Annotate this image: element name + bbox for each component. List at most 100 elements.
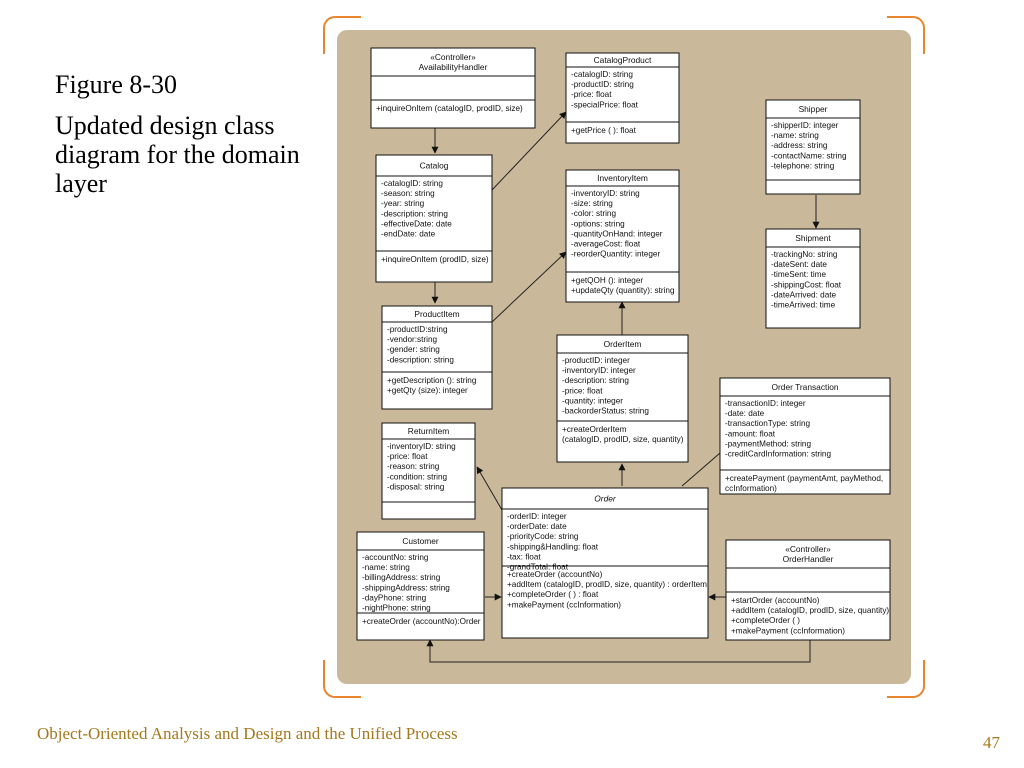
class-attribute: -name: string [771, 131, 819, 140]
class-attribute: -timeArrived: time [771, 301, 836, 310]
class-method: +makePayment (ccInformation) [731, 626, 845, 635]
class-attribute: -disposal: string [387, 482, 445, 491]
class-attribute: -dateSent: date [771, 260, 827, 269]
class-attribute: -size: string [571, 199, 613, 208]
page-number: 47 [983, 733, 1000, 752]
class-attribute: -endDate: date [381, 230, 436, 239]
return-item-class: ReturnItem -inventoryID: string-price: fl… [381, 422, 476, 520]
class-attribute: -averageCost: float [571, 240, 641, 249]
corner-bracket-top-left [323, 16, 361, 54]
figure-title: Figure 8-30 [55, 70, 178, 99]
class-attribute: -specialPrice: float [571, 100, 639, 109]
class-stereotype: «Controller» [785, 544, 831, 554]
class-attribute: -inventoryID: integer [562, 366, 636, 375]
footer-text: Object-Oriented Analysis and Design and … [37, 724, 458, 743]
class-attribute: -gender: string [387, 345, 440, 354]
catalog-product-class: CatalogProduct-catalogID: string-product… [565, 52, 680, 144]
class-attribute: -orderDate: date [507, 522, 567, 531]
class-attribute: -productID: integer [562, 356, 630, 365]
class-method: ccInformation) [725, 484, 777, 493]
class-name: InventoryItem [597, 173, 648, 183]
class-attribute: -description: string [381, 209, 448, 218]
customer-class: Customer-accountNo: string-name: string-… [356, 531, 485, 641]
class-method: +completeOrder ( ) [731, 616, 800, 625]
catalog-class: Catalog-catalogID: string-season: string… [375, 154, 493, 283]
class-method: +addItem (catalogID, prodID, size, quant… [507, 580, 707, 589]
class-attribute: -description: string [562, 376, 629, 385]
class-name: AvailabilityHandler [419, 62, 488, 72]
class-method: +getQOH (): integer [571, 276, 643, 285]
shipper-class: Shipper -shipperID: integer-name: string -… [765, 99, 861, 195]
class-attribute: -creditCardInformation: string [725, 450, 831, 459]
class-attribute: -backorderStatus: string [562, 407, 649, 416]
class-method: +startOrder (accountNo) [731, 596, 820, 605]
class-attribute: -shipping&Handling: float [507, 542, 599, 551]
class-attribute: -year: string [381, 199, 425, 208]
class-box [765, 228, 861, 329]
class-attribute: -transactionType: string [725, 419, 811, 428]
class-box [565, 52, 680, 144]
class-attribute: -dateArrived: date [771, 290, 837, 299]
class-stereotype: «Controller» [430, 52, 476, 62]
corner-bracket-bottom-right [887, 660, 925, 698]
class-attribute: -options: string [571, 219, 625, 228]
class-attribute: -reason: string [387, 462, 440, 471]
class-attribute: -shippingAddress: string [362, 583, 450, 592]
class-name: OrderItem [604, 339, 642, 349]
class-attribute: -date: date [725, 409, 765, 418]
class-method: +getQty (size): integer [387, 386, 468, 395]
order-transaction-class: Order Transaction-transactionID: integer… [719, 377, 891, 495]
class-name: Shipper [799, 104, 828, 114]
class-name: ProductItem [414, 309, 459, 319]
order-class: Order-orderID: integer-orderDate: date-p… [501, 487, 709, 639]
class-attribute: -accountNo: string [362, 553, 429, 562]
class-attribute: -productID: string [571, 80, 634, 89]
class-method: +inquireOnItem (catalogID, prodID, size) [376, 104, 523, 113]
class-attribute: -amount: float [725, 429, 776, 438]
class-box [719, 377, 891, 495]
class-box [765, 99, 861, 195]
class-attribute: -trackingNo: string [771, 250, 838, 259]
class-attribute: -reorderQuantity: integer [571, 250, 660, 259]
assoc-order-to-returnitem [476, 466, 503, 511]
class-attribute: -price: float [387, 452, 428, 461]
class-attribute: -priorityCode: string [507, 532, 579, 541]
class-attribute: -contactName: string [771, 151, 847, 160]
class-method: +getDescription (): string [387, 376, 477, 385]
class-method: +updateQty (quantity): string [571, 286, 675, 295]
class-attribute: -name: string [362, 563, 410, 572]
assoc-productitem-to-inventoryitem [491, 251, 567, 323]
class-attribute: -vendor:string [387, 335, 438, 344]
class-attribute: -productID:string [387, 325, 448, 334]
class-method: (catalogID, prodID, size, quantity) [562, 435, 684, 444]
class-name: ReturnItem [408, 426, 449, 436]
class-attribute: -catalogID: string [571, 70, 633, 79]
class-attribute: -inventoryID: string [387, 442, 456, 451]
figure-subtitle: Updated design class diagram for the dom… [55, 111, 300, 198]
class-name: Order Transaction [771, 382, 838, 392]
corner-bracket-top-right [887, 16, 925, 54]
class-method: +createOrder (accountNo):Order [362, 617, 481, 626]
class-box [381, 305, 493, 410]
class-method: +completeOrder ( ) : float [507, 590, 599, 599]
class-box [501, 487, 709, 639]
class-attribute: -shipperID: integer [771, 121, 839, 130]
class-method: +inquireOnItem (prodID, size) [381, 255, 489, 264]
class-attribute: -telephone: string [771, 161, 835, 170]
class-box [370, 47, 536, 129]
class-attribute: -quantity: integer [562, 396, 623, 405]
class-attribute: -price: float [571, 90, 612, 99]
assoc-orderhandler-to-customer [426, 639, 811, 663]
class-attribute: -tax: float [507, 552, 541, 561]
shipment-class: Shipment-trackingNo: string-dateSent: da… [765, 228, 861, 329]
class-attribute: -dayPhone: string [362, 593, 427, 602]
class-attribute: -paymentMethod: string [725, 439, 811, 448]
class-attribute: -inventoryID: string [571, 189, 640, 198]
class-method: +createPayment (paymentAmt, payMethod, [725, 474, 883, 483]
class-method: +makePayment (ccInformation) [507, 600, 621, 609]
class-box [565, 169, 680, 303]
class-attribute: -color: string [571, 209, 616, 218]
class-attribute: -description: string [387, 355, 454, 364]
class-name: OrderHandler [783, 554, 834, 564]
